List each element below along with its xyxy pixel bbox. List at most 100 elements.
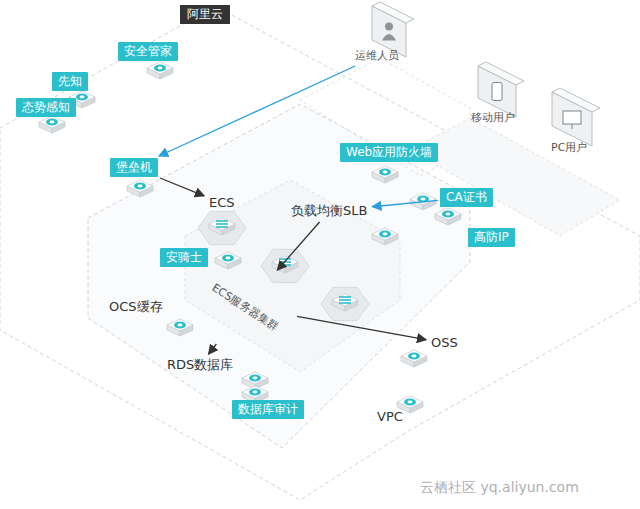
node-text: CA证书 (446, 190, 487, 204)
arrow-connector (209, 344, 217, 354)
service-icon (408, 401, 413, 404)
server-rack (216, 226, 228, 228)
device-top (372, 2, 414, 23)
service-icon (154, 64, 166, 71)
node-text: Web应用防火墙 (346, 145, 432, 159)
tile-top (167, 319, 193, 331)
service-icon (222, 254, 234, 261)
node-text: 数据库审计 (238, 402, 298, 416)
service-label: 堡垒机 (110, 158, 158, 177)
service-icon (178, 324, 183, 327)
server-rack (339, 296, 351, 298)
service-icon (226, 257, 231, 260)
server-rack (339, 302, 351, 304)
service-label: 安骑士 (160, 248, 208, 267)
node-text: OCS缓存 (109, 299, 163, 314)
arrow-connector (277, 222, 319, 270)
service-icon (379, 230, 391, 237)
service-icon (174, 321, 186, 328)
component-label: RDS数据库 (164, 356, 236, 374)
service-icon (76, 93, 88, 100)
service-label: 高防IP (468, 228, 515, 247)
component-label: OCS缓存 (106, 298, 166, 316)
server-rack (339, 299, 351, 301)
tile-top (372, 166, 398, 178)
tile-top (332, 294, 358, 306)
service-icon (383, 233, 388, 236)
tile-top (397, 396, 423, 408)
node-text: 负载均衡SLB (291, 203, 367, 218)
node-text: 态势感知 (22, 100, 70, 114)
service-icon (138, 185, 143, 188)
tile-top (127, 180, 153, 192)
cloud-region (0, 6, 640, 500)
node-text: 运维人员 (355, 49, 399, 62)
server-rack (279, 258, 291, 260)
component-label: 运维人员 (352, 48, 402, 64)
tile-top (372, 228, 398, 240)
tile-top (39, 116, 65, 128)
hex-ground (321, 287, 369, 320)
service-label: CA证书 (440, 188, 493, 207)
device-top (478, 62, 524, 85)
component-label: ECS (206, 194, 238, 212)
server-rack (216, 223, 228, 225)
service-icon (404, 398, 416, 405)
node-text: VPC (377, 409, 403, 424)
tile-top (215, 252, 241, 264)
service-icon (249, 388, 261, 395)
node-text: ECS (209, 195, 235, 210)
service-icon (421, 198, 426, 201)
node-text: RDS数据库 (167, 357, 233, 372)
tile-top (435, 208, 461, 220)
component-label: PC用户 (548, 140, 590, 156)
service-icon (134, 182, 146, 189)
service-icon (383, 171, 388, 174)
service-icon (412, 355, 417, 358)
service-label: 态势感知 (16, 98, 76, 117)
component-label: VPC (374, 408, 406, 426)
component-label: OSS (428, 334, 461, 352)
hex-ground (261, 249, 309, 282)
service-icon (446, 213, 451, 216)
node-text: OSS (431, 335, 458, 350)
service-icon (80, 96, 85, 99)
service-icon (442, 210, 454, 217)
person-head (385, 23, 393, 31)
person-body (382, 34, 396, 41)
service-icon (46, 118, 58, 125)
node-text: 高防IP (474, 230, 509, 244)
service-label: 安全管家 (118, 42, 178, 61)
device-top (552, 88, 600, 112)
tile-top (242, 372, 268, 384)
component-label: 移动用户 (468, 110, 518, 126)
vpc-region (88, 104, 470, 448)
service-label: 数据库审计 (232, 400, 304, 419)
node-text: 堡垒机 (116, 160, 152, 174)
region-tag: 阿里云 (180, 5, 230, 24)
node-text: 先知 (58, 74, 82, 88)
tile-top (209, 218, 235, 230)
phone-symbol (492, 83, 502, 101)
service-icon (253, 377, 258, 380)
node-text: PC用户 (551, 141, 587, 154)
node-text: 移动用户 (471, 111, 515, 124)
tile-top (401, 350, 427, 362)
server-rack (216, 220, 228, 222)
tile-top (242, 386, 268, 398)
component-label: 负载均衡SLB (288, 202, 370, 220)
node-text: ECS服务器集群 (209, 280, 281, 334)
arrow-connector (160, 178, 204, 196)
service-icon (158, 67, 163, 70)
tile-top (147, 62, 173, 74)
service-label: Web应用防火墙 (340, 143, 438, 162)
service-icon (253, 391, 258, 394)
hex-ground (198, 211, 246, 244)
pc-symbol (572, 124, 573, 129)
arrow-connector (372, 200, 438, 206)
service-icon (249, 374, 261, 381)
service-icon (379, 168, 391, 175)
